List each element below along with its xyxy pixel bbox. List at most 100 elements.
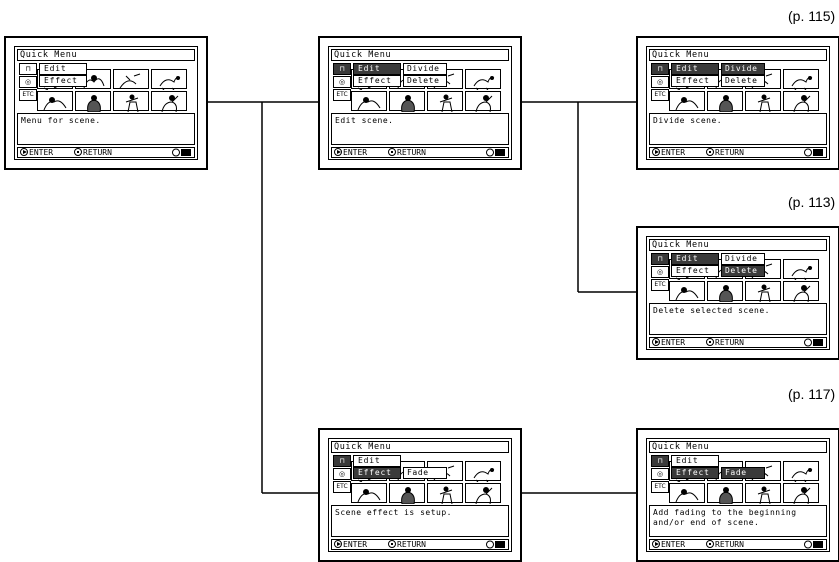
menu-option-edit[interactable]: Edit (353, 63, 401, 75)
return-hint[interactable]: RETURN (706, 338, 744, 347)
scene-thumbnail[interactable] (465, 461, 501, 482)
scene-thumbnail[interactable] (75, 91, 111, 112)
enter-hint[interactable]: ENTER (334, 540, 367, 549)
menu-message: Divide scene. (649, 113, 827, 145)
effect-icon[interactable]: ◎ (651, 76, 669, 88)
scene-thumbnail[interactable] (427, 483, 463, 504)
effect-icon[interactable]: ◎ (333, 468, 351, 480)
play-icon (652, 148, 660, 156)
edit-icon[interactable]: ⊓ (333, 455, 351, 467)
scene-thumbnail[interactable] (783, 69, 819, 90)
return-label: RETURN (83, 148, 112, 157)
disc-media-icon (486, 148, 506, 157)
effect-icon[interactable]: ◎ (651, 266, 669, 278)
edit-icon[interactable]: ⊓ (333, 63, 351, 75)
etc-icon[interactable]: ETC (651, 89, 669, 101)
enter-hint[interactable]: ENTER (652, 148, 685, 157)
stop-icon (706, 148, 714, 156)
menu-option-edit[interactable]: Edit (671, 63, 719, 75)
scene-thumbnail[interactable] (389, 91, 425, 112)
scene-thumbnail[interactable] (151, 69, 187, 90)
submenu-option-fade[interactable]: Fade (721, 467, 765, 479)
menu-option-edit[interactable]: Edit (353, 455, 401, 467)
menu-title: Quick Menu (649, 239, 827, 251)
stop-icon (706, 338, 714, 346)
submenu-option-fade[interactable]: Fade (403, 467, 447, 479)
scene-thumbnail[interactable] (351, 483, 387, 503)
menu-option-effect[interactable]: Effect (671, 467, 719, 479)
scene-thumbnail[interactable] (707, 483, 743, 504)
play-icon (652, 338, 660, 346)
return-hint[interactable]: RETURN (74, 148, 112, 157)
submenu-option-delete[interactable]: Delete (721, 75, 765, 87)
scene-thumbnail[interactable] (351, 91, 387, 111)
menu-option-effect[interactable]: Effect (353, 75, 401, 87)
etc-icon[interactable]: ETC (651, 279, 669, 291)
scene-thumbnail[interactable] (113, 91, 149, 112)
scene-thumbnail[interactable] (389, 483, 425, 504)
enter-hint[interactable]: ENTER (20, 148, 53, 157)
return-hint[interactable]: RETURN (388, 148, 426, 157)
scene-thumbnail[interactable] (783, 259, 819, 280)
scene-thumbnail[interactable] (669, 281, 705, 301)
enter-hint[interactable]: ENTER (652, 540, 685, 549)
stop-icon (388, 148, 396, 156)
menu-option-effect[interactable]: Effect (671, 75, 719, 87)
menu-option-effect[interactable]: Effect (353, 467, 401, 479)
scene-thumbnail[interactable] (783, 483, 819, 504)
effect-icon[interactable]: ◎ (19, 76, 37, 88)
play-icon (334, 540, 342, 548)
scene-thumbnail[interactable] (151, 91, 187, 112)
etc-icon[interactable]: ETC (333, 89, 351, 101)
enter-hint[interactable]: ENTER (652, 338, 685, 347)
enter-label: ENTER (661, 148, 686, 157)
scene-thumbnail[interactable] (783, 461, 819, 482)
return-hint[interactable]: RETURN (706, 540, 744, 549)
scene-thumbnail[interactable] (783, 91, 819, 112)
return-label: RETURN (715, 540, 744, 549)
scene-thumbnail[interactable] (465, 91, 501, 112)
menu-option-effect[interactable]: Effect (671, 265, 719, 277)
menu-option-edit[interactable]: Edit (671, 455, 719, 467)
return-hint[interactable]: RETURN (388, 540, 426, 549)
scene-thumbnail[interactable] (113, 69, 149, 89)
scene-thumbnail[interactable] (707, 91, 743, 112)
etc-icon[interactable]: ETC (19, 89, 37, 101)
effect-icon[interactable]: ◎ (651, 468, 669, 480)
return-hint[interactable]: RETURN (706, 148, 744, 157)
scene-thumbnail[interactable] (783, 281, 819, 302)
disc-media-icon (804, 338, 824, 347)
effect-icon[interactable]: ◎ (333, 76, 351, 88)
etc-icon[interactable]: ETC (651, 481, 669, 493)
edit-icon[interactable]: ⊓ (19, 63, 37, 75)
submenu-option-divide[interactable]: Divide (721, 63, 765, 75)
scene-thumbnail[interactable] (745, 281, 781, 302)
submenu-option-divide[interactable]: Divide (403, 63, 447, 75)
menu-message: Edit scene. (331, 113, 509, 145)
scene-thumbnail[interactable] (465, 483, 501, 504)
enter-label: ENTER (343, 540, 368, 549)
scene-thumbnail[interactable] (745, 91, 781, 112)
scene-thumbnail[interactable] (427, 91, 463, 112)
scene-thumbnail[interactable] (669, 91, 705, 111)
enter-hint[interactable]: ENTER (334, 148, 367, 157)
scene-thumbnail[interactable] (745, 483, 781, 504)
submenu-option-delete[interactable]: Delete (721, 265, 765, 277)
menu-option-edit[interactable]: Edit (39, 63, 87, 75)
disc-media-icon (172, 148, 192, 157)
edit-icon[interactable]: ⊓ (651, 455, 669, 467)
edit-icon[interactable]: ⊓ (651, 253, 669, 265)
submenu-option-divide[interactable]: Divide (721, 253, 765, 265)
menu-option-effect[interactable]: Effect (39, 75, 87, 87)
edit-icon[interactable]: ⊓ (651, 63, 669, 75)
etc-icon[interactable]: ETC (333, 481, 351, 493)
scene-thumbnail[interactable] (37, 91, 73, 111)
scene-thumbnail[interactable] (465, 69, 501, 90)
submenu-option-delete[interactable]: Delete (403, 75, 447, 87)
menu-option-edit[interactable]: Edit (671, 253, 719, 265)
scene-thumbnail[interactable] (669, 483, 705, 503)
menu-message: Scene effect is setup. (331, 505, 509, 537)
menu-message: Add fading to the beginning and/or end o… (649, 505, 827, 537)
scene-thumbnail[interactable] (707, 281, 743, 302)
